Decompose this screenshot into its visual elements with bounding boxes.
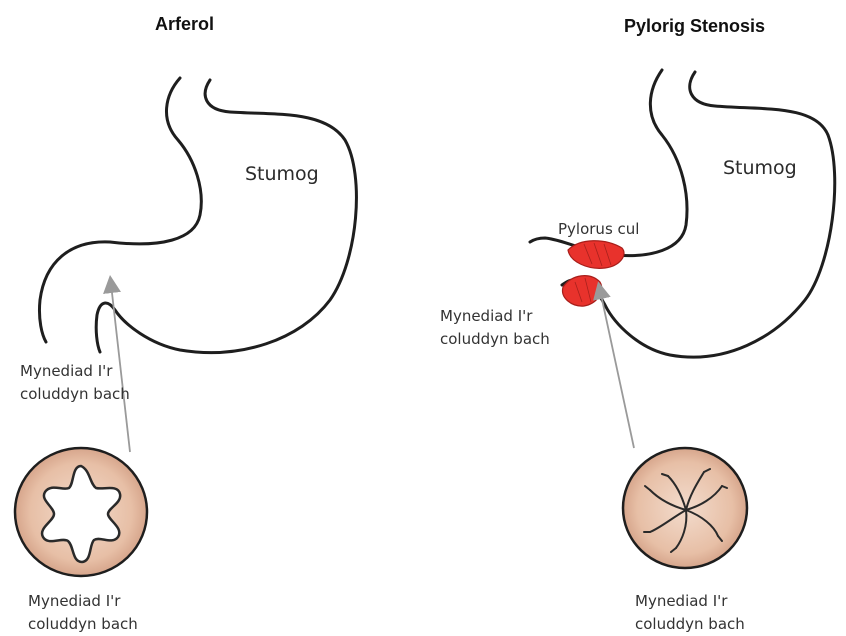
stenosis-title: Pylorig Stenosis xyxy=(624,16,765,37)
normal-entry-label: Mynediad I'r coluddyn bach xyxy=(20,360,130,406)
normal-cross-section xyxy=(15,448,147,576)
normal-title: Arferol xyxy=(155,14,214,35)
normal-stomach-outline xyxy=(39,78,356,353)
pylorus-muscle-thickening xyxy=(563,241,624,306)
normal-cross-section-label-line1: Mynediad I'r xyxy=(28,590,138,613)
stenosis-cross-section-label-line1: Mynediad I'r xyxy=(635,590,745,613)
stenosis-entry-label: Mynediad I'r coluddyn bach xyxy=(440,305,550,351)
right-entry-arrow xyxy=(600,290,634,448)
normal-cross-section-label-line2: coluddyn bach xyxy=(28,613,138,636)
stenosis-cross-section-label: Mynediad I'r coluddyn bach xyxy=(635,590,745,636)
normal-entry-label-line1: Mynediad I'r xyxy=(20,360,130,383)
stenosis-cross-section xyxy=(623,448,747,568)
stenosis-entry-label-line1: Mynediad I'r xyxy=(440,305,550,328)
normal-cross-section-label: Mynediad I'r coluddyn bach xyxy=(28,590,138,636)
normal-stomach-label: Stumog xyxy=(245,163,319,185)
stenosis-stomach-outline xyxy=(530,70,835,357)
stenosis-stomach-label: Stumog xyxy=(723,157,797,179)
normal-entry-label-line2: coluddyn bach xyxy=(20,383,130,406)
pylorus-label: Pylorus cul xyxy=(558,220,639,238)
stenosis-cross-section-label-line2: coluddyn bach xyxy=(635,613,745,636)
stenosis-entry-label-line2: coluddyn bach xyxy=(440,328,550,351)
